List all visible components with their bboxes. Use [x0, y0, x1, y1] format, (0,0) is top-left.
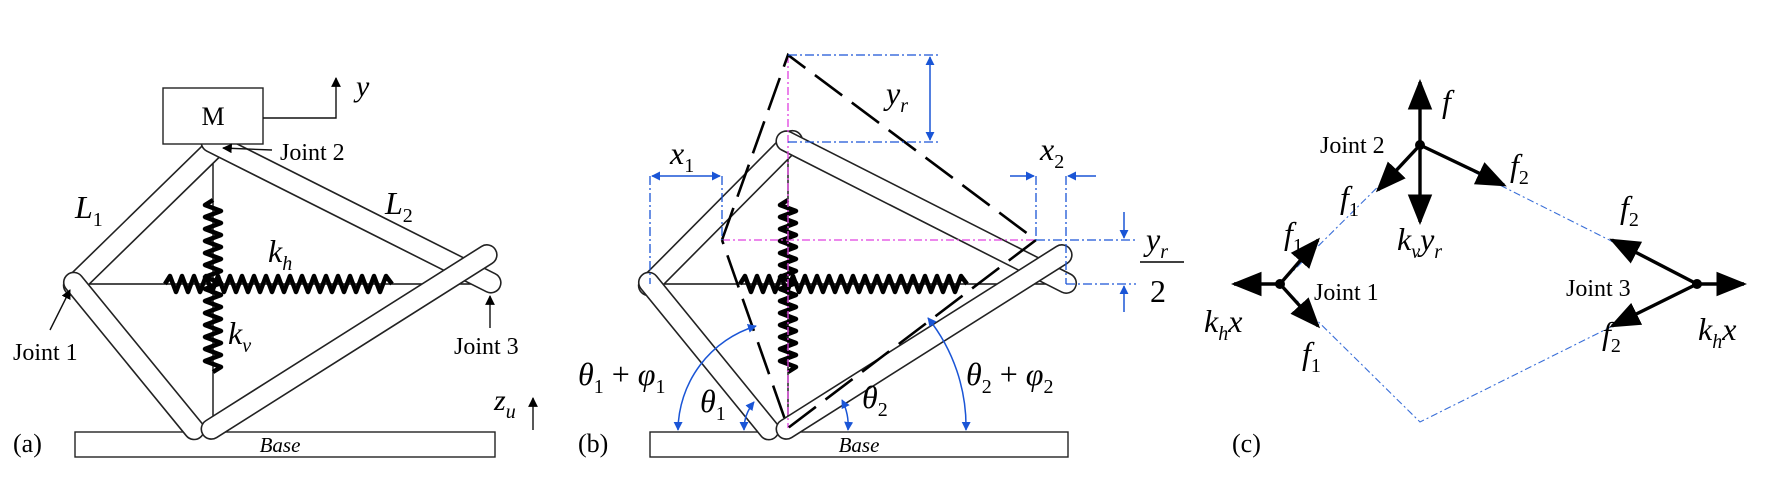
theta1-label: θ1 — [700, 383, 726, 425]
horizontal-spring — [163, 273, 394, 295]
y-axis-label: y — [353, 70, 370, 103]
panel-a: Base M y Joint 2 Joint 1 Joint 3 L1 L2 k… — [13, 70, 538, 458]
joint3-node — [1692, 279, 1702, 289]
theta2-phi2-label: θ2 + φ2 — [966, 356, 1053, 398]
rod-lower-right-b — [775, 244, 1073, 440]
joint2-label-c: Joint 2 — [1320, 133, 1385, 159]
mass-box — [162, 87, 264, 145]
L1-label: L1 — [74, 189, 103, 231]
panel-b-tag: (b) — [578, 429, 608, 458]
joint1-label: Joint 1 — [13, 340, 78, 366]
force-f2-up — [1609, 238, 1698, 286]
theta1-arc — [739, 401, 755, 431]
x2-label: x2 — [1039, 131, 1064, 173]
joint3-label: Joint 3 — [454, 334, 519, 360]
mass-label: M — [201, 102, 224, 131]
x1-label: x1 — [669, 135, 694, 177]
kv-yr-label: kvyr — [1397, 221, 1442, 263]
theta2-phi2-arc — [927, 317, 971, 431]
theta2-label: θ2 — [862, 379, 888, 421]
force-f1-up — [1278, 237, 1321, 286]
rod-L1-b — [637, 129, 804, 297]
yr-half-denominator: 2 — [1150, 273, 1166, 309]
kv-label: kv — [228, 315, 251, 357]
base-block-b — [649, 431, 1069, 458]
f2-label-joint2: f2 — [1510, 147, 1529, 189]
rod-lower-left — [62, 271, 205, 441]
yr-label: yr — [883, 75, 908, 117]
panel-c: Joint 2 Joint 1 Joint 3 f f1 f2 f1 f1 f2… — [1204, 78, 1748, 458]
joint2-label: Joint 2 — [280, 140, 345, 166]
force-f2-down — [1609, 282, 1698, 328]
force-f2-joint2 — [1419, 143, 1507, 187]
rod-L2-b — [775, 130, 1078, 294]
panel-c-tag: (c) — [1232, 429, 1261, 458]
kh-x-label-left: khx — [1204, 303, 1242, 345]
kh-label: kh — [268, 233, 292, 275]
panel-a-tag: (a) — [13, 429, 42, 458]
vertical-spring — [202, 198, 224, 374]
joint1-pointer — [49, 289, 71, 331]
joint3-label-c: Joint 3 — [1566, 276, 1631, 302]
theta1-phi1-label: θ1 + φ1 — [578, 356, 665, 398]
L2-label: L2 — [384, 185, 413, 227]
theta1-phi1-arc — [673, 324, 757, 431]
base-block — [74, 431, 496, 458]
f2-label-up: f2 — [1620, 189, 1639, 231]
theta2-arc — [841, 399, 854, 431]
force-f1-joint2 — [1375, 143, 1422, 193]
joint2-pointer — [222, 143, 273, 154]
f-label: f — [1442, 83, 1455, 119]
zu-label: zu — [493, 384, 516, 423]
kh-x-label-right: khx — [1698, 311, 1736, 353]
joint2-node — [1415, 140, 1425, 150]
y-axis-arrow — [263, 77, 341, 119]
rod-lower-right — [200, 244, 498, 440]
deformed-linkage — [720, 52, 1039, 431]
yr-half-numerator: yr — [1143, 221, 1168, 263]
f1-label-up: f1 — [1284, 215, 1303, 257]
base-label: Base — [260, 433, 301, 457]
base-label-b: Base — [839, 433, 880, 457]
joint1-label-c: Joint 1 — [1314, 280, 1379, 306]
f1-label-joint2: f1 — [1340, 179, 1359, 221]
free-body-outline — [1279, 144, 1699, 423]
panel-b: Base yr x1 x2 — [578, 52, 1184, 458]
horizontal-spring-b — [738, 273, 969, 295]
f1-label-down: f1 — [1302, 335, 1321, 377]
force-f1-down — [1278, 282, 1321, 329]
joint1-node — [1275, 279, 1285, 289]
